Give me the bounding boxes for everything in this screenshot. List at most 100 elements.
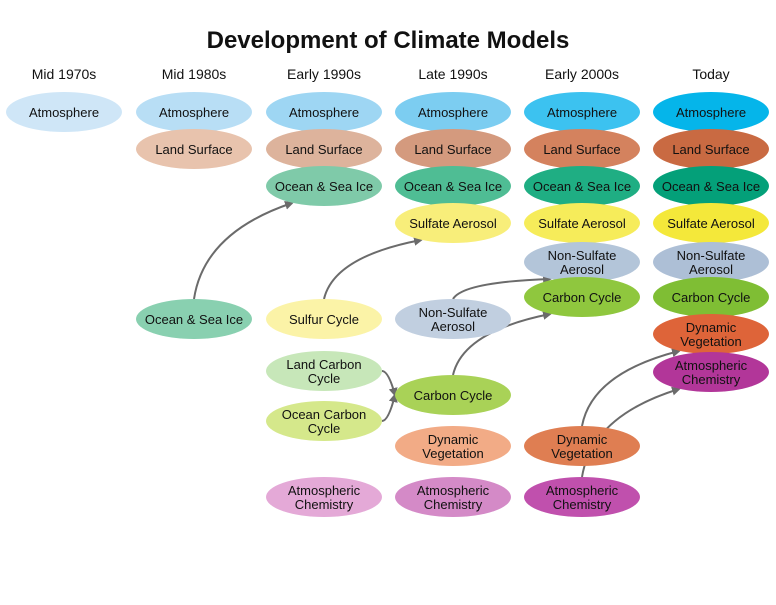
node-late1990s-carbon-new: Carbon Cycle bbox=[395, 375, 511, 415]
node-ellipse bbox=[653, 129, 769, 169]
node-today-carbon: Carbon Cycle bbox=[653, 277, 769, 317]
node-ellipse bbox=[266, 299, 382, 339]
node-label: Vegetation bbox=[680, 334, 741, 349]
node-ellipse bbox=[395, 477, 511, 517]
arrow-1990s-landcarbon-new-to-late1990s-carbon-new bbox=[381, 370, 398, 397]
node-1980s-land: Land Surface bbox=[136, 129, 252, 169]
node-ellipse bbox=[266, 166, 382, 206]
node-ellipse bbox=[6, 92, 122, 132]
node-label: Land Carbon bbox=[286, 357, 361, 372]
arrow-late1990s-nonsulf-new-to-2000s-nonsulf bbox=[452, 274, 553, 300]
node-label: Land Surface bbox=[155, 142, 232, 157]
node-label: Aerosol bbox=[560, 262, 604, 277]
node-label: Carbon Cycle bbox=[543, 290, 622, 305]
node-label: Non-Sulfate bbox=[548, 248, 617, 263]
node-label: Atmosphere bbox=[159, 105, 229, 120]
node-label: Ocean & Sea Ice bbox=[662, 179, 760, 194]
node-ellipse bbox=[653, 166, 769, 206]
node-ellipse bbox=[395, 426, 511, 466]
node-label: Ocean & Sea Ice bbox=[404, 179, 502, 194]
node-label: Atmosphere bbox=[676, 105, 746, 120]
node-ellipse bbox=[524, 242, 640, 282]
node-1980s-atm: Atmosphere bbox=[136, 92, 252, 132]
node-label: Sulfur Cycle bbox=[289, 312, 359, 327]
column-header-1970s: Mid 1970s bbox=[32, 66, 97, 82]
node-ellipse bbox=[266, 351, 382, 391]
node-label: Carbon Cycle bbox=[414, 388, 493, 403]
node-label: Chemistry bbox=[682, 372, 741, 387]
node-label: Non-Sulfate bbox=[677, 248, 746, 263]
node-label: Aerosol bbox=[431, 319, 475, 334]
node-label: Ocean & Sea Ice bbox=[275, 179, 373, 194]
node-label: Atmospheric bbox=[417, 483, 490, 498]
node-ellipse bbox=[395, 92, 511, 132]
node-ellipse bbox=[395, 375, 511, 415]
node-ellipse bbox=[524, 129, 640, 169]
node-label: Ocean & Sea Ice bbox=[145, 312, 243, 327]
node-label: Vegetation bbox=[422, 446, 483, 461]
node-label: Cycle bbox=[308, 371, 341, 386]
node-label: Atmosphere bbox=[547, 105, 617, 120]
node-label: Atmospheric bbox=[288, 483, 361, 498]
node-label: Dynamic bbox=[557, 432, 608, 447]
column-header-1990s: Early 1990s bbox=[287, 66, 361, 82]
node-ellipse bbox=[524, 477, 640, 517]
node-ellipse bbox=[653, 92, 769, 132]
node-ellipse bbox=[266, 477, 382, 517]
node-ellipse bbox=[395, 129, 511, 169]
node-ellipse bbox=[136, 299, 252, 339]
column-header-today: Today bbox=[692, 66, 729, 82]
node-today-ocean: Ocean & Sea Ice bbox=[653, 166, 769, 206]
node-1970s-atm: Atmosphere bbox=[6, 92, 122, 132]
node-late1990s-atm: Atmosphere bbox=[395, 92, 511, 132]
node-late1990s-sulfate: Sulfate Aerosol bbox=[395, 203, 511, 243]
node-2000s-carbon: Carbon Cycle bbox=[524, 277, 640, 317]
node-label: Land Surface bbox=[672, 142, 749, 157]
node-label: Dynamic bbox=[686, 320, 737, 335]
node-label: Atmosphere bbox=[418, 105, 488, 120]
node-label: Aerosol bbox=[689, 262, 733, 277]
column-header-1980s: Mid 1980s bbox=[162, 66, 227, 82]
node-ellipse bbox=[524, 166, 640, 206]
arrow-2000s-dynveg-new-to-today-dynveg bbox=[581, 348, 682, 427]
node-label: Cycle bbox=[308, 421, 341, 436]
node-today-land: Land Surface bbox=[653, 129, 769, 169]
arrow-1980s-ocean-new-to-1990s-ocean bbox=[193, 200, 294, 300]
node-label: Atmospheric bbox=[546, 483, 619, 498]
node-1990s-atm: Atmosphere bbox=[266, 92, 382, 132]
node-2000s-sulfate: Sulfate Aerosol bbox=[524, 203, 640, 243]
node-ellipse bbox=[395, 203, 511, 243]
node-2000s-atm: Atmosphere bbox=[524, 92, 640, 132]
node-label: Land Surface bbox=[285, 142, 362, 157]
node-1990s-sulfur-new: Sulfur Cycle bbox=[266, 299, 382, 339]
node-label: Dynamic bbox=[428, 432, 479, 447]
column-header-late1990s: Late 1990s bbox=[418, 66, 487, 82]
node-label: Non-Sulfate bbox=[419, 305, 488, 320]
node-ellipse bbox=[524, 277, 640, 317]
node-ellipse bbox=[524, 426, 640, 466]
node-label: Sulfate Aerosol bbox=[538, 216, 626, 231]
node-2000s-ocean: Ocean & Sea Ice bbox=[524, 166, 640, 206]
node-label: Carbon Cycle bbox=[672, 290, 751, 305]
node-late1990s-ocean: Ocean & Sea Ice bbox=[395, 166, 511, 206]
arrow-1990s-oceancarbon-new-to-late1990s-carbon-new bbox=[381, 393, 398, 422]
node-label: Land Surface bbox=[414, 142, 491, 157]
node-today-atm: Atmosphere bbox=[653, 92, 769, 132]
node-ellipse bbox=[395, 166, 511, 206]
node-label: Land Surface bbox=[543, 142, 620, 157]
node-late1990s-land: Land Surface bbox=[395, 129, 511, 169]
node-label: Sulfate Aerosol bbox=[667, 216, 755, 231]
node-1980s-ocean-new: Ocean & Sea Ice bbox=[136, 299, 252, 339]
node-1990s-land: Land Surface bbox=[266, 129, 382, 169]
node-ellipse bbox=[266, 92, 382, 132]
node-label: Atmospheric bbox=[675, 358, 748, 373]
